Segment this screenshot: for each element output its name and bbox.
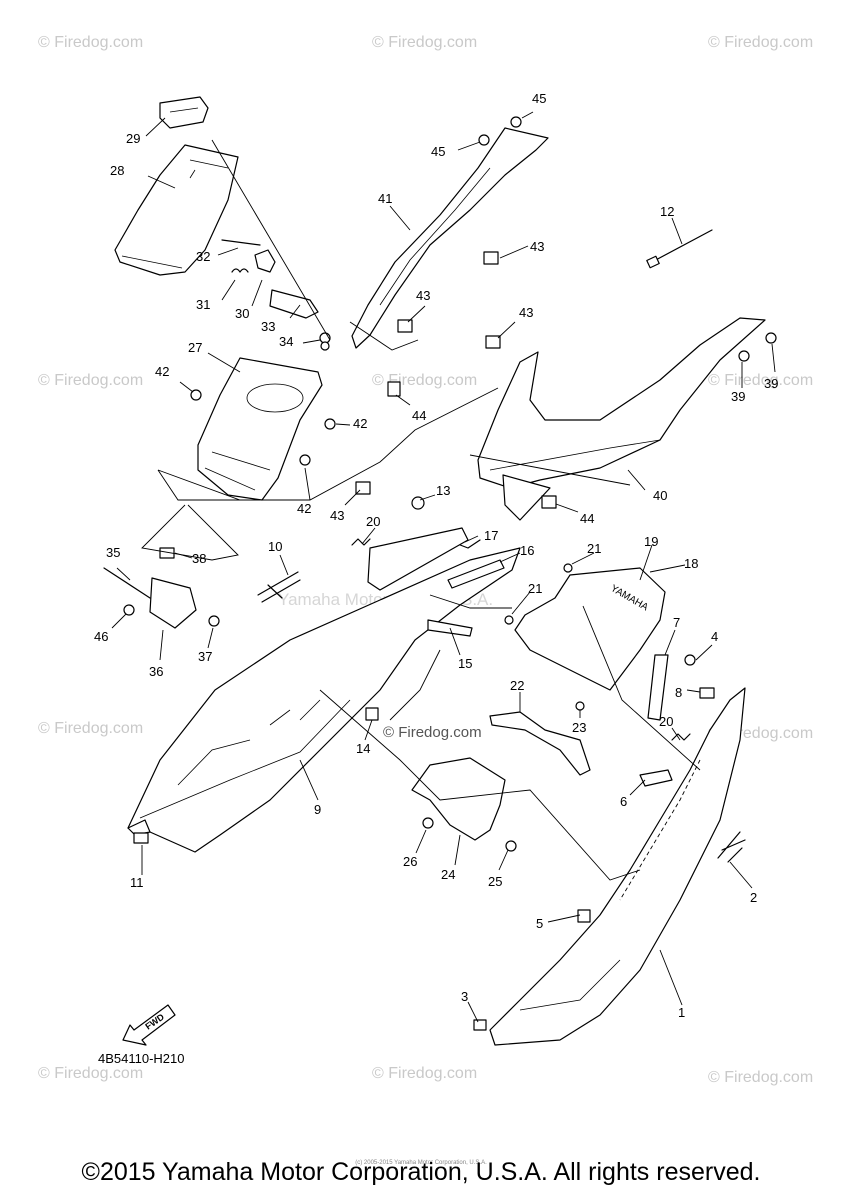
callout-43-b: 43 xyxy=(416,288,430,303)
callout-34: 34 xyxy=(279,334,293,349)
callout-18: 18 xyxy=(684,556,698,571)
callout-15: 15 xyxy=(458,656,472,671)
callout-14: 14 xyxy=(356,741,370,756)
callout-35: 35 xyxy=(106,545,120,560)
callout-24: 24 xyxy=(441,867,455,882)
watermark-top-center: © Firedog.com xyxy=(372,34,477,51)
assembly-lines xyxy=(141,139,701,881)
callout-39-left: 39 xyxy=(731,389,745,404)
callout-3: 3 xyxy=(461,989,468,1004)
callout-30: 30 xyxy=(235,306,249,321)
callout-leaders xyxy=(111,111,776,1023)
callout-5: 5 xyxy=(536,916,543,931)
callout-33: 33 xyxy=(261,319,275,334)
callout-43-d: 43 xyxy=(330,508,344,523)
callout-45-top: 45 xyxy=(532,91,546,106)
callout-42-low: 42 xyxy=(297,501,311,516)
callout-36: 36 xyxy=(149,664,163,679)
parts-30-34 xyxy=(221,239,331,351)
part-1-side-cover-right xyxy=(489,687,746,1046)
callout-13: 13 xyxy=(436,483,450,498)
callout-7: 7 xyxy=(673,615,680,630)
callout-20-upper: 20 xyxy=(366,514,380,529)
callout-11: 11 xyxy=(130,875,144,890)
part-29-cap xyxy=(159,96,209,129)
callouts: 1 2 3 4 5 6 7 8 9 10 11 12 13 14 15 16 1… xyxy=(94,91,778,1020)
parts-6-8-strips xyxy=(639,654,715,787)
fwd-arrow: FWD xyxy=(122,1004,176,1046)
callout-42-left: 42 xyxy=(155,364,169,379)
callout-1: 1 xyxy=(678,1005,685,1020)
callout-10: 10 xyxy=(268,539,282,554)
emblems xyxy=(257,571,746,863)
watermark-top-right: © Firedog.com xyxy=(708,34,813,51)
diagram-code: 4B54110-H210 xyxy=(98,1051,185,1066)
callout-19: 19 xyxy=(644,534,658,549)
callout-38: 38 xyxy=(192,551,206,566)
callout-16: 16 xyxy=(520,543,534,558)
part-40-right-panel xyxy=(477,317,766,521)
callout-2: 2 xyxy=(750,890,757,905)
callout-44-a: 44 xyxy=(412,408,426,423)
callout-42-mid: 42 xyxy=(353,416,367,431)
part-27-inner-panel xyxy=(197,357,323,501)
callout-28: 28 xyxy=(110,163,124,178)
callout-40: 40 xyxy=(653,488,667,503)
callout-22: 22 xyxy=(510,678,524,693)
watermark-top-left: © Firedog.com xyxy=(38,34,143,51)
part-18-front-cover: YAMAHA xyxy=(514,567,666,691)
part-24-guard xyxy=(411,757,506,841)
copyright-notice: ©2015 Yamaha Motor Corporation, U.S.A. A… xyxy=(81,1158,761,1186)
callout-29: 29 xyxy=(126,131,140,146)
callout-44-b: 44 xyxy=(580,511,594,526)
callout-32: 32 xyxy=(196,249,210,264)
callout-8: 8 xyxy=(675,685,682,700)
watermark-mid-right: © Firedog.com xyxy=(708,372,813,389)
callout-37: 37 xyxy=(198,649,212,664)
part-22-bracket xyxy=(489,711,591,776)
fasteners xyxy=(133,116,777,1031)
callout-39-right: 39 xyxy=(764,376,778,391)
parts-35-38-hardware xyxy=(103,547,220,629)
watermark-bottom-center: © Firedog.com xyxy=(372,1065,477,1082)
callout-23: 23 xyxy=(572,720,586,735)
callout-9: 9 xyxy=(314,802,321,817)
callout-45-mid: 45 xyxy=(431,144,445,159)
callout-26: 26 xyxy=(403,854,417,869)
callout-21-lower: 21 xyxy=(528,581,542,596)
callout-25: 25 xyxy=(488,874,502,889)
part-12-cable-tie xyxy=(646,229,713,269)
callout-4: 4 xyxy=(711,629,718,644)
callout-20-lower: 20 xyxy=(659,714,673,729)
callout-17: 17 xyxy=(484,528,498,543)
watermark-bottom-right: © Firedog.com xyxy=(708,1069,813,1086)
callout-41: 41 xyxy=(378,191,392,206)
watermark-low-left: © Firedog.com xyxy=(38,720,143,737)
callout-46: 46 xyxy=(94,629,108,644)
callout-31: 31 xyxy=(196,297,210,312)
part-28-cover xyxy=(114,144,239,276)
callout-43-a: 43 xyxy=(530,239,544,254)
callout-12: 12 xyxy=(660,204,674,219)
small-print: (c) 2005-2015 Yamaha Motor Corporation, … xyxy=(355,1160,487,1166)
watermark-bottom-left: © Firedog.com xyxy=(38,1065,143,1082)
callout-21-upper: 21 xyxy=(587,541,601,556)
callout-6: 6 xyxy=(620,794,627,809)
callout-43-c: 43 xyxy=(519,305,533,320)
watermark-center: © Firedog.com xyxy=(383,724,482,741)
callout-27: 27 xyxy=(188,340,202,355)
watermark-mid-left: © Firedog.com xyxy=(38,372,143,389)
